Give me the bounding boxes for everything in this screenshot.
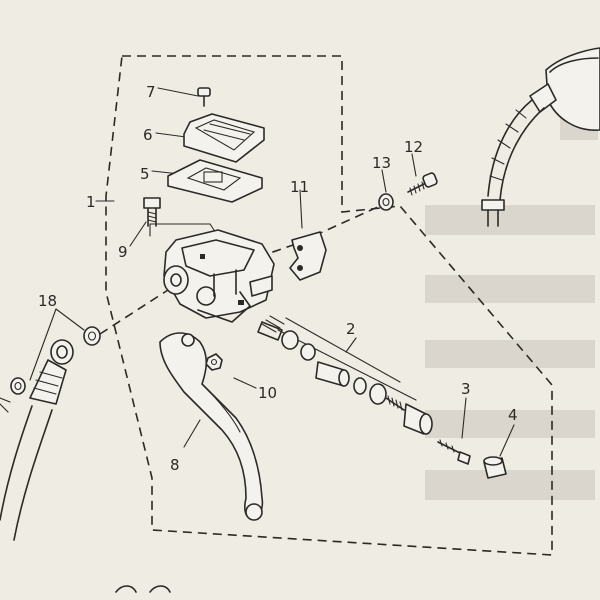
master-cylinder-body: [163, 229, 275, 323]
callout-7: 7: [146, 83, 156, 101]
callout-18: 18: [38, 292, 57, 310]
callout-11: 11: [290, 178, 309, 196]
brake-lever-part-8: [159, 332, 264, 521]
push-rod-part-3: [437, 439, 471, 465]
callout-10: 10: [258, 384, 277, 402]
callout-13: 13: [372, 154, 391, 172]
dust-cap-part-4: [483, 456, 507, 479]
brake-hose-part-18: [0, 326, 101, 541]
mirror-assembly: [481, 47, 600, 227]
callout-5: 5: [140, 165, 150, 183]
callout-2: 2: [346, 320, 356, 338]
piston-kit-part-2: [257, 315, 433, 435]
callout-labels: 7 6 5 1 9 11 13 12 18 2 10 3 4 8: [38, 83, 518, 474]
diaphragm-part-5: [167, 159, 263, 203]
callout-6: 6: [143, 126, 153, 144]
callout-12: 12: [404, 138, 423, 156]
screw-part-7: [197, 87, 211, 107]
callout-3: 3: [461, 380, 471, 398]
clamp-bracket-part-11: [289, 231, 327, 281]
bolt-part-9: [143, 197, 161, 227]
screw-part-12: [407, 172, 438, 196]
callout-9: 9: [118, 243, 128, 261]
callout-8: 8: [170, 456, 180, 474]
callout-4: 4: [508, 406, 518, 424]
assembly-boundary: [105, 55, 553, 556]
callout-1: 1: [86, 193, 96, 211]
page-bottom-marks: [115, 585, 171, 593]
washer-part-13: [378, 193, 394, 211]
reservoir-cap-part-6: [183, 113, 265, 163]
